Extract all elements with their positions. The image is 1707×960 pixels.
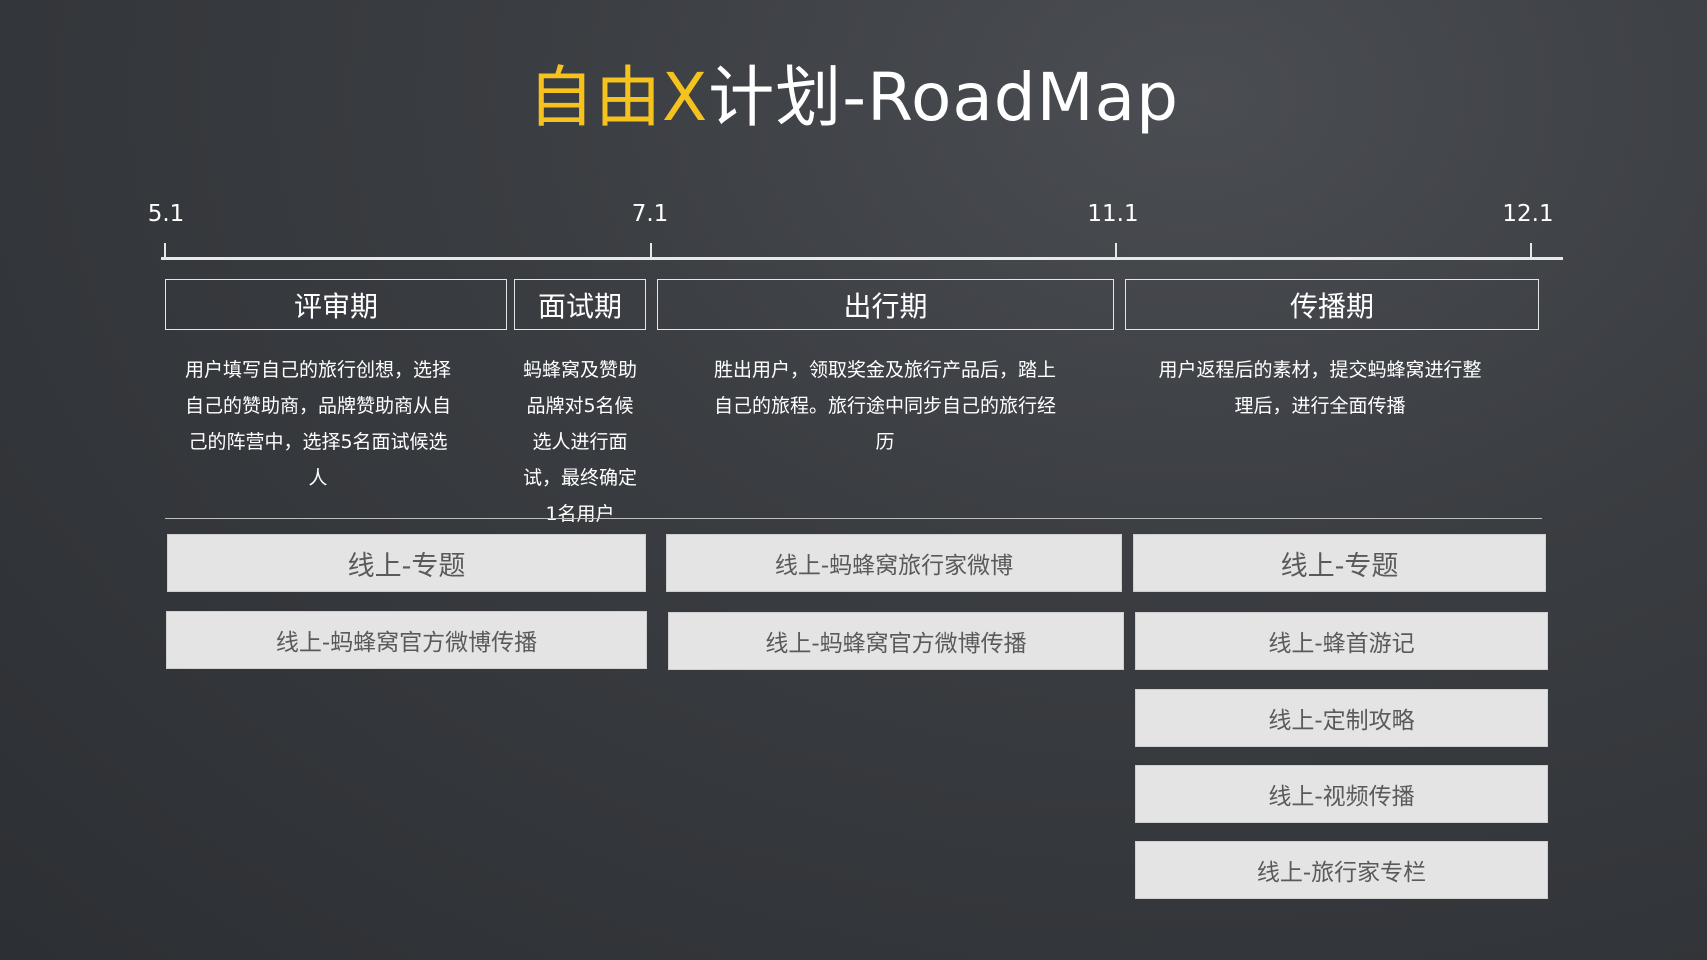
timeline-date-start: 5.1 — [147, 201, 185, 227]
phase-spread: 传播期 — [1125, 279, 1539, 330]
timeline-date-dec: 12.1 — [1502, 201, 1554, 227]
phase-interview: 面试期 — [514, 279, 646, 330]
phase-spread-description: 用户返程后的素材，提交蚂蜂窝进行整理后，进行全面传播 — [1158, 359, 1482, 417]
timeline-date-nov: 11.1 — [1087, 201, 1139, 227]
timeline-tick — [1530, 243, 1532, 259]
channel-item: 线上-旅行家专栏 — [1135, 841, 1548, 899]
channel-item: 线上-蚂蜂窝官方微博传播 — [668, 612, 1124, 670]
channel-item: 线上-蚂蜂窝旅行家微博 — [666, 534, 1122, 592]
section-divider — [165, 518, 1542, 519]
timeline-axis — [161, 257, 1563, 260]
phase-travel-description: 胜出用户，领取奖金及旅行产品后，踏上自己的旅程。旅行途中同步自己的旅行经历 — [714, 359, 1057, 453]
channel-item: 线上-专题 — [1133, 534, 1546, 592]
timeline-tick — [650, 243, 652, 259]
channel-item: 线上-蚂蜂窝官方微博传播 — [166, 611, 647, 669]
phase-travel: 出行期 — [657, 279, 1114, 330]
timeline-date-jul: 7.1 — [631, 201, 669, 227]
channel-item: 线上-定制攻略 — [1135, 689, 1548, 747]
channel-item: 线上-蜂首游记 — [1135, 612, 1548, 670]
title-accent: 自由X — [528, 59, 709, 136]
phase-interview-description: 蚂蜂窝及赞助品牌对5名候选人进行面试，最终确定1名用户 — [522, 359, 637, 525]
timeline-tick — [164, 243, 166, 259]
channel-item: 线上-专题 — [167, 534, 646, 592]
phase-review: 评审期 — [165, 279, 507, 330]
timeline-tick — [1115, 243, 1117, 259]
channel-item: 线上-视频传播 — [1135, 765, 1548, 823]
page-title: 自由X计划-RoadMap — [0, 58, 1707, 138]
title-rest: 计划-RoadMap — [708, 59, 1179, 136]
phase-review-description: 用户填写自己的旅行创想，选择自己的赞助商，品牌赞助商从自己的阵营中，选择5名面试… — [184, 359, 451, 489]
